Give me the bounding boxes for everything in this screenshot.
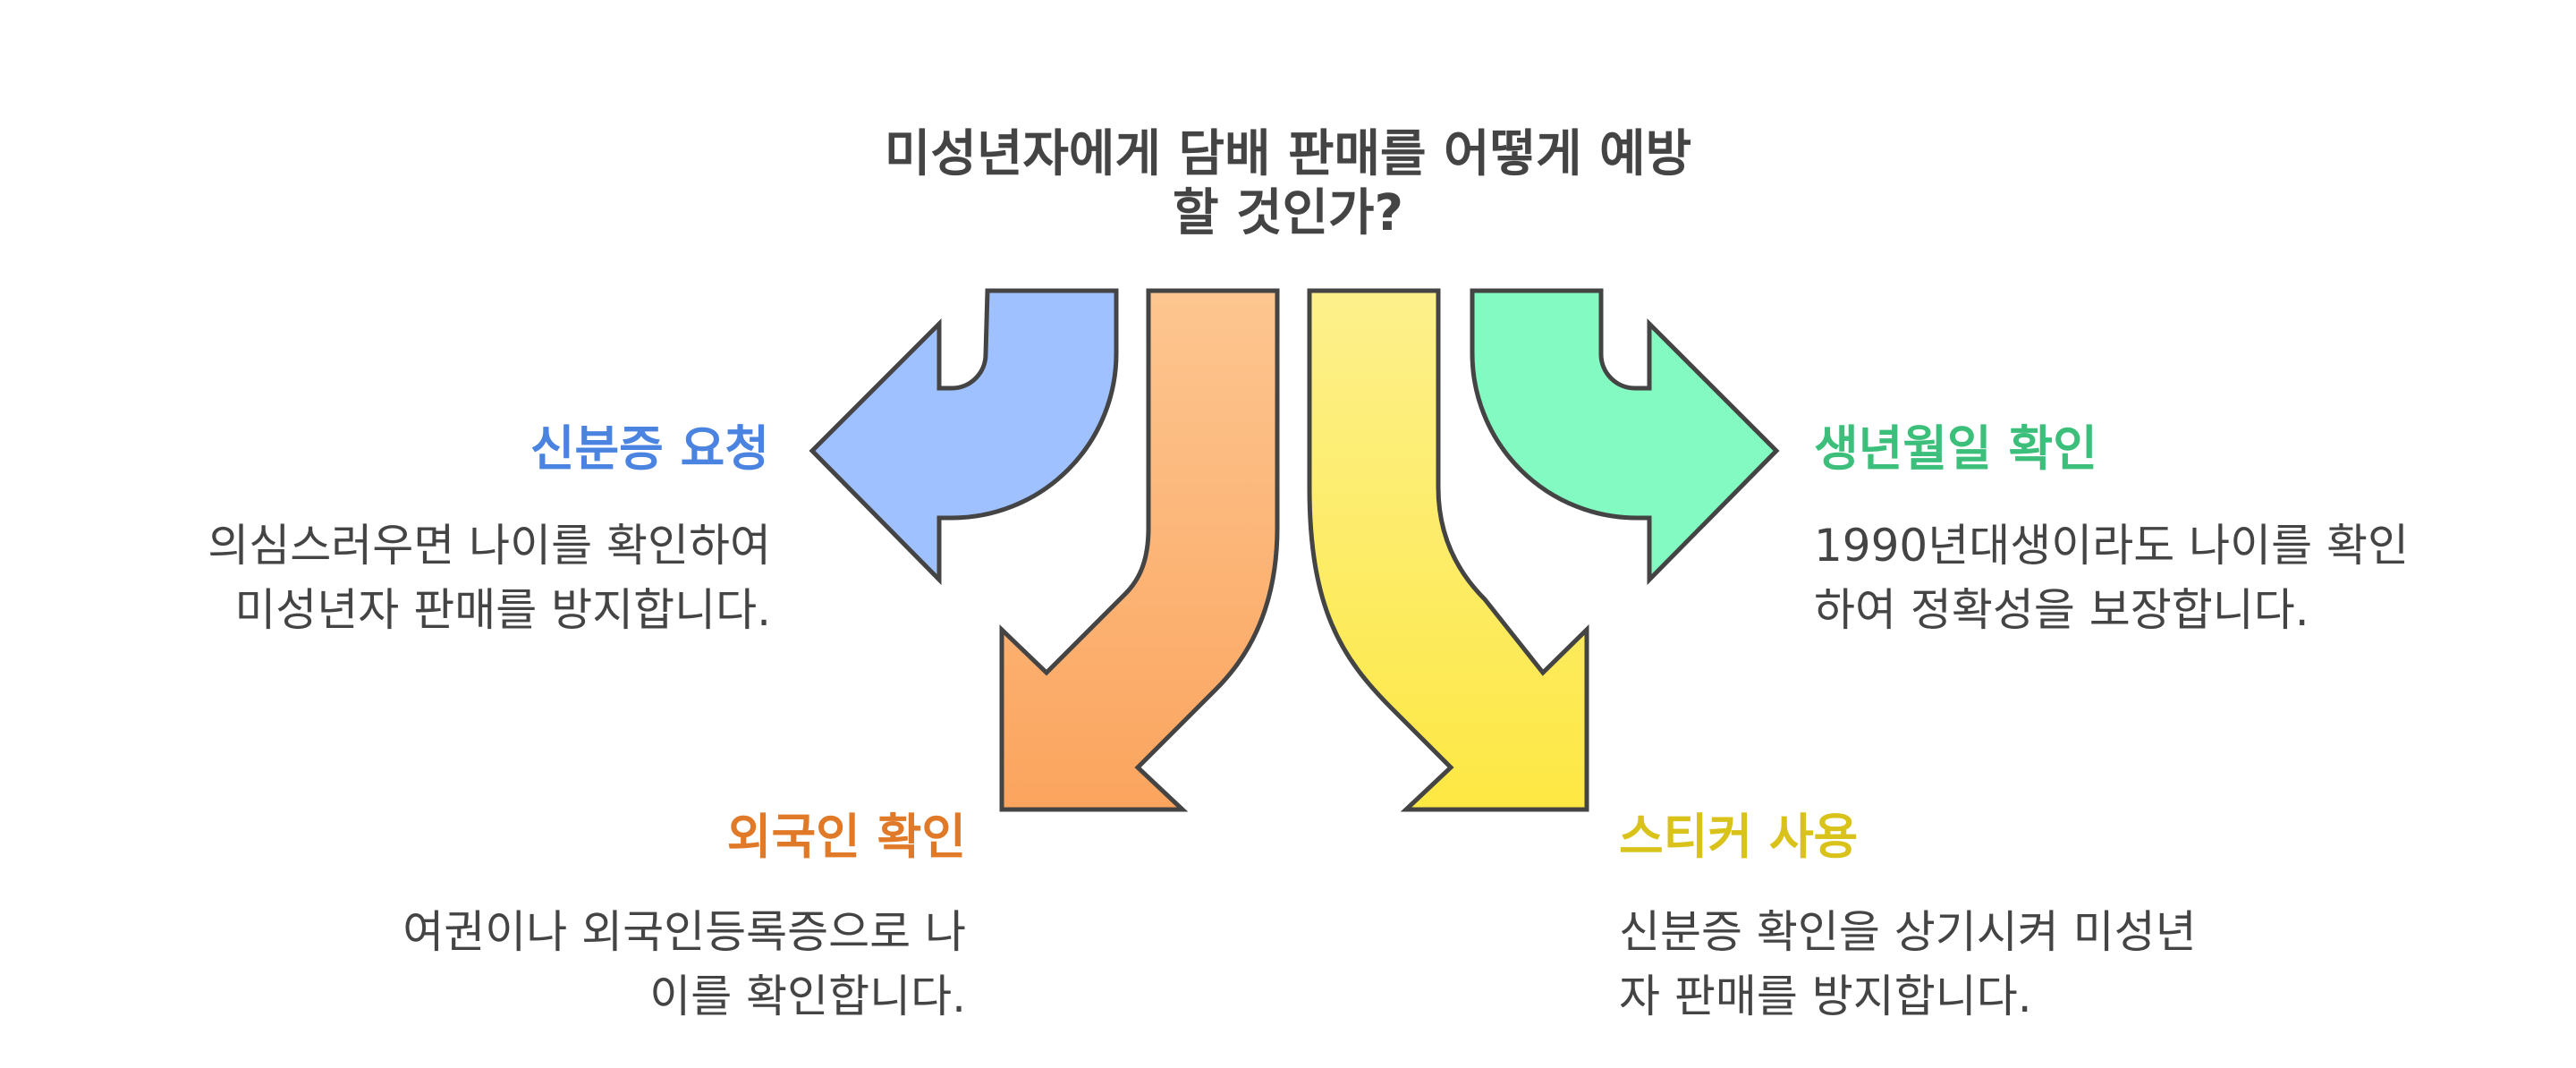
option-desc-line-2: 미성년자 판매를 방지합니다.: [234, 584, 771, 636]
option-heading-id-request: 신분증 요청: [530, 420, 769, 477]
arrow-orange-down-left: [999, 288, 1280, 812]
option-desc-sticker-use: 신분증 확인을 상기시켜 미성년 자 판매를 방지합니다.: [1619, 900, 2379, 1029]
option-desc-line-2: 이를 확인합니다.: [649, 971, 966, 1022]
option-desc-birthdate-check: 1990년대생이라도 나이를 확인 하여 정확성을 보장합니다.: [1814, 513, 2565, 642]
arrow-green-right: [1470, 288, 1780, 586]
option-desc-foreigner-check: 여권이나 외국인등록증으로 나 이를 확인합니다.: [215, 900, 966, 1029]
option-desc-line-1: 신분증 확인을 상기시켜 미성년: [1619, 906, 2197, 958]
option-desc-id-request: 의심스러우면 나이를 확인하여 미성년자 판매를 방지합니다.: [54, 513, 771, 642]
option-heading-birthdate-check: 생년월일 확인: [1814, 420, 2097, 477]
title-line-2: 할 것인가?: [1172, 184, 1404, 242]
page-title: 미성년자에게 담배 판매를 어떻게 예방 할 것인가?: [841, 125, 1735, 243]
arrow-blue-left: [809, 288, 1119, 586]
title-line-1: 미성년자에게 담배 판매를 어떻게 예방: [884, 125, 1692, 183]
option-heading-sticker-use: 스티커 사용: [1619, 809, 1859, 865]
arrow-yellow-down-right: [1307, 288, 1589, 812]
option-desc-line-2: 하여 정확성을 보장합니다.: [1814, 584, 2309, 636]
option-desc-line-1: 의심스러우면 나이를 확인하여: [208, 520, 771, 572]
option-desc-line-2: 자 판매를 방지합니다.: [1619, 971, 2032, 1022]
option-heading-foreigner-check: 외국인 확인: [726, 809, 966, 865]
option-desc-line-1: 여권이나 외국인등록증으로 나: [402, 906, 966, 958]
option-desc-line-1: 1990년대생이라도 나이를 확인: [1814, 520, 2410, 572]
